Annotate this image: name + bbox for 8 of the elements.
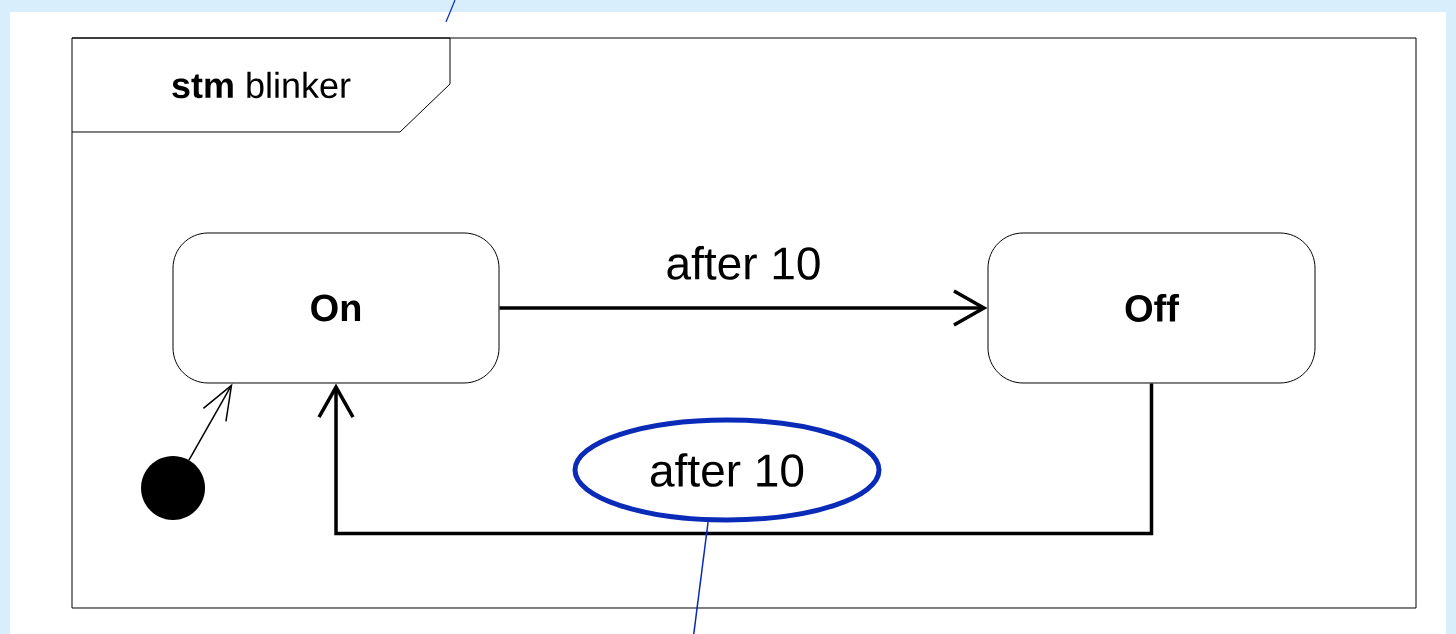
leader-line <box>692 521 709 634</box>
state-box: Off <box>987 232 1316 384</box>
transition-arrow <box>317 383 1154 536</box>
state-box: On <box>172 232 500 384</box>
initial-state-dot <box>141 456 205 520</box>
transition-arrow <box>499 289 988 327</box>
edge-label: after 10 <box>663 244 824 282</box>
transition-arrow <box>188 383 233 461</box>
